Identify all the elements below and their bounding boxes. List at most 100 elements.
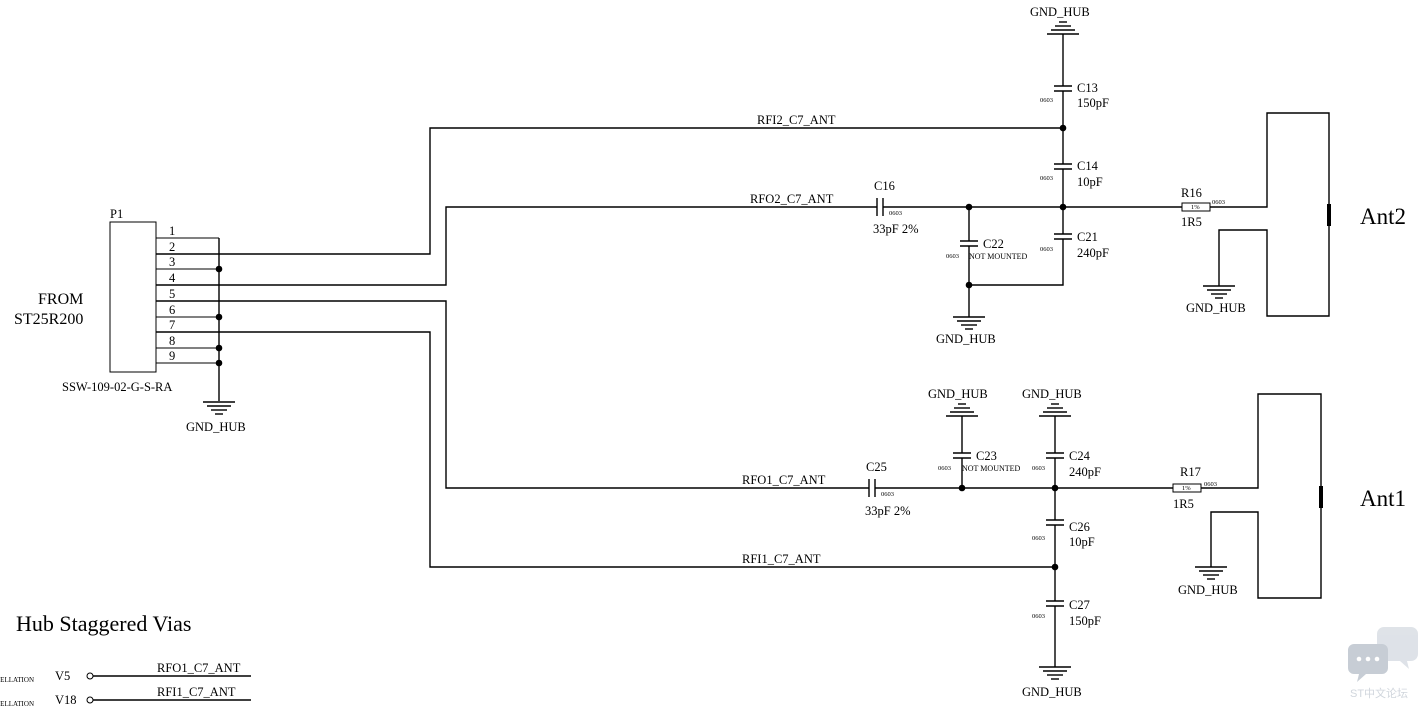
pin-number: 2: [169, 240, 175, 254]
capacitor-c24: C24 240pF 0603: [1032, 449, 1101, 479]
component-package: 0603: [938, 465, 951, 472]
component-ref: C16: [874, 179, 895, 193]
component-value: 240pF: [1077, 246, 1109, 260]
component-value: 10pF: [1069, 535, 1095, 549]
component-ref: C23: [976, 449, 997, 463]
watermark-text: ST中文论坛: [1350, 686, 1408, 700]
via-ref: V18: [55, 693, 77, 707]
component-value: NOT MOUNTED: [962, 464, 1021, 473]
component-package: 0603: [1032, 465, 1045, 472]
pin-number: 9: [169, 349, 175, 363]
component-value: 10pF: [1077, 175, 1103, 189]
capacitor-c25: C25 33pF 2% 0603: [865, 460, 911, 518]
component-ref: C24: [1069, 449, 1091, 463]
component-value: NOT MOUNTED: [969, 252, 1028, 261]
via-prefix: STELLATION: [0, 700, 34, 708]
ground-symbol: GND_HUB: [186, 401, 246, 434]
resistor-r16: 1% R16 1R5 0603: [1181, 186, 1225, 229]
antenna-label-ant2: Ant2: [1360, 204, 1406, 229]
capacitor-c26: C26 10pF 0603: [1032, 519, 1095, 549]
net-rfo2: RFO2_C7_ANT: [156, 192, 877, 286]
net-rfi2: RFI2_C7_ANT: [156, 113, 1063, 255]
ground-label: GND_HUB: [928, 387, 988, 401]
net-label-rfi1: RFI1_C7_ANT: [742, 552, 821, 566]
ground-symbol: GND_HUB: [936, 316, 996, 346]
via-net-label: RFO1_C7_ANT: [157, 661, 241, 675]
component-value: 1R5: [1173, 497, 1194, 511]
source-label-line2: ST25R200: [14, 311, 83, 328]
component-package: 0603: [881, 491, 894, 498]
chat-bubble-icon: [1348, 627, 1418, 682]
net-rfo1: RFO1_C7_ANT: [156, 300, 869, 489]
pin-number: 7: [169, 318, 175, 332]
net-label-rfo2: RFO2_C7_ANT: [750, 192, 834, 206]
component-package: 0603: [1204, 481, 1217, 488]
via-v18: STELLATION V18 RFI1_C7_ANT: [0, 685, 251, 708]
ground-symbol: GND_HUB: [1022, 387, 1082, 417]
component-value: 150pF: [1077, 96, 1109, 110]
source-label-line1: FROM: [38, 291, 83, 308]
component-value: 150pF: [1069, 614, 1101, 628]
capacitor-c21: C21 240pF 0603: [1040, 230, 1109, 260]
component-ref: R17: [1180, 465, 1201, 479]
ground-label: GND_HUB: [1022, 685, 1082, 699]
via-v5: STELLATION V5 RFO1_C7_ANT: [0, 661, 251, 684]
component-ref: C22: [983, 237, 1004, 251]
capacitor-c27: C27 150pF 0603: [1032, 598, 1101, 628]
pin-number: 6: [169, 303, 175, 317]
via-prefix: STELLATION: [0, 676, 34, 684]
section-title: Hub Staggered Vias: [16, 611, 191, 636]
connector-part: SSW-109-02-G-S-RA: [62, 380, 172, 394]
component-ref: C26: [1069, 520, 1090, 534]
capacitor-c16: C16 33pF 2% 0603: [873, 179, 919, 236]
watermark: ST中文论坛: [1348, 627, 1418, 700]
component-package: 0603: [946, 253, 959, 260]
component-package: 0603: [889, 210, 902, 217]
antenna-label-ant1: Ant1: [1360, 486, 1406, 511]
component-ref: C27: [1069, 598, 1090, 612]
ground-symbol: GND_HUB: [1186, 285, 1246, 315]
connector-ref: P1: [110, 207, 123, 221]
component-tolerance: 1%: [1182, 485, 1191, 492]
capacitor-c23: C23 NOT MOUNTED 0603: [938, 449, 1021, 473]
ground-symbol: GND_HUB: [1030, 5, 1090, 35]
component-value: 1R5: [1181, 215, 1202, 229]
component-ref: C21: [1077, 230, 1098, 244]
ground-label: GND_HUB: [186, 420, 246, 434]
component-value: 33pF 2%: [865, 504, 911, 518]
ground-symbol: GND_HUB: [1022, 666, 1082, 699]
connector-p1: P1 SSW-109-02-G-S-RA FROM ST25R200 1 2 3…: [14, 207, 223, 401]
capacitor-c13: C13 150pF 0603: [1040, 81, 1109, 110]
ground-label: GND_HUB: [1030, 5, 1090, 19]
component-ref: C13: [1077, 81, 1098, 95]
component-package: 0603: [1040, 97, 1053, 104]
via-net-label: RFI1_C7_ANT: [157, 685, 236, 699]
component-package: 0603: [1212, 199, 1225, 206]
component-package: 0603: [1040, 246, 1053, 253]
pin-number: 8: [169, 334, 175, 348]
component-package: 0603: [1040, 175, 1053, 182]
pin-number: 4: [169, 271, 176, 285]
pin-number: 1: [169, 224, 175, 238]
component-value: 33pF 2%: [873, 222, 919, 236]
component-ref: R16: [1181, 186, 1202, 200]
resistor-r17: 1% R17 1R5 0603: [1172, 465, 1217, 511]
ground-symbol: GND_HUB: [1178, 566, 1238, 597]
ground-label: GND_HUB: [1022, 387, 1082, 401]
component-package: 0603: [1032, 613, 1045, 620]
net-rfi1: RFI1_C7_ANT: [156, 331, 1055, 568]
pin-number: 3: [169, 255, 175, 269]
ground-label: GND_HUB: [936, 332, 996, 346]
capacitor-c14: C14 10pF 0603: [1040, 159, 1103, 189]
ground-symbol: GND_HUB: [928, 387, 988, 417]
component-value: 240pF: [1069, 465, 1101, 479]
capacitor-c22: C22 NOT MOUNTED 0603: [946, 237, 1028, 261]
ground-label: GND_HUB: [1186, 301, 1246, 315]
via-ref: V5: [55, 669, 70, 683]
pin-number: 5: [169, 287, 175, 301]
component-ref: C25: [866, 460, 887, 474]
component-tolerance: 1%: [1191, 204, 1200, 211]
net-label-rfi2: RFI2_C7_ANT: [757, 113, 836, 127]
component-package: 0603: [1032, 535, 1045, 542]
